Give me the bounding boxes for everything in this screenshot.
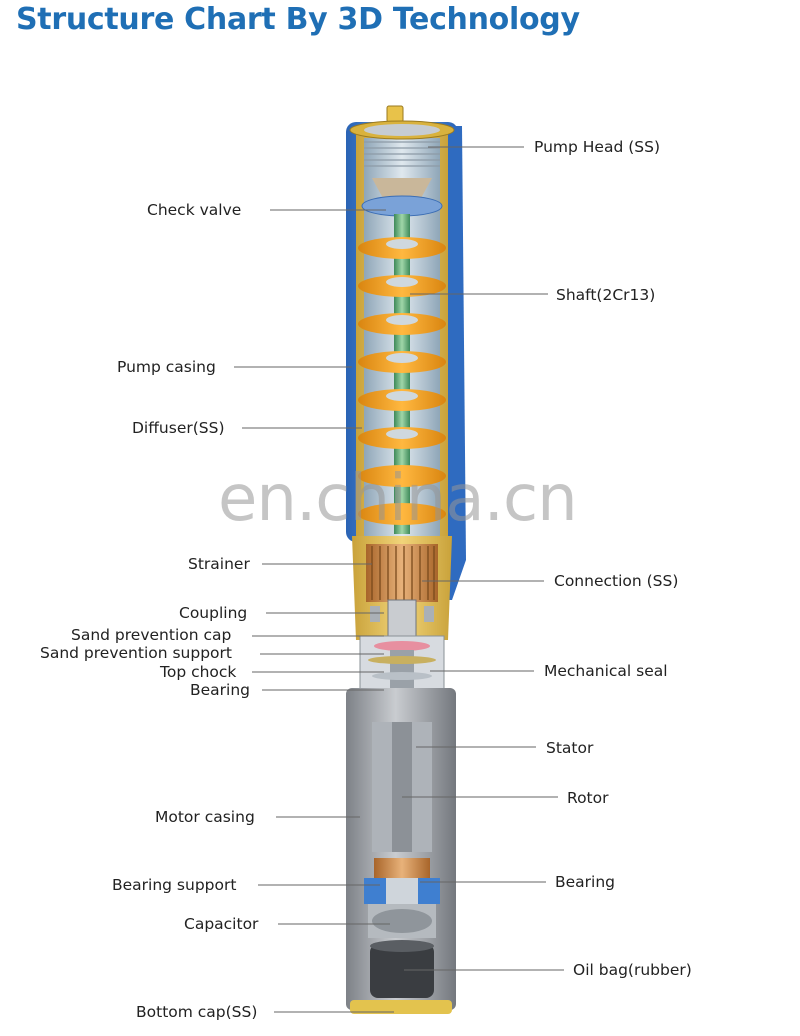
label-check-valve: Check valve — [147, 201, 241, 219]
label-pump-head: Pump Head (SS) — [534, 138, 660, 156]
label-mechanical-seal: Mechanical seal — [544, 662, 668, 680]
label-shaft: Shaft(2Cr13) — [556, 286, 655, 304]
pump-section — [346, 105, 466, 600]
label-pump-casing: Pump casing — [117, 358, 216, 376]
left-labels: Check valve Pump casing Diffuser(SS) Str… — [40, 201, 259, 1021]
label-sand-prevention-support: Sand prevention support — [40, 644, 232, 662]
label-bearing-support: Bearing support — [112, 876, 236, 894]
label-stator: Stator — [546, 739, 594, 757]
label-diffuser: Diffuser(SS) — [132, 419, 225, 437]
strainer-section — [352, 536, 452, 640]
watermark: en.china.cn — [218, 462, 578, 536]
label-bearing-upper: Bearing — [190, 681, 250, 699]
label-bearing-lower: Bearing — [555, 873, 615, 891]
label-oil-bag: Oil bag(rubber) — [573, 961, 692, 979]
label-capacitor: Capacitor — [184, 915, 259, 933]
label-top-chock: Top chock — [159, 663, 236, 681]
motor-section — [346, 688, 456, 1014]
label-coupling: Coupling — [179, 604, 247, 622]
label-rotor: Rotor — [567, 789, 609, 807]
label-motor-casing: Motor casing — [155, 808, 255, 826]
right-labels: Pump Head (SS) Shaft(2Cr13) Connection (… — [534, 138, 692, 979]
label-bottom-cap: Bottom cap(SS) — [136, 1003, 257, 1021]
label-connection: Connection (SS) — [554, 572, 678, 590]
leader-lines — [234, 146, 564, 1013]
page-title: Structure Chart By 3D Technology — [16, 2, 580, 37]
label-sand-prevention-cap: Sand prevention cap — [71, 626, 231, 644]
label-strainer: Strainer — [188, 555, 250, 573]
